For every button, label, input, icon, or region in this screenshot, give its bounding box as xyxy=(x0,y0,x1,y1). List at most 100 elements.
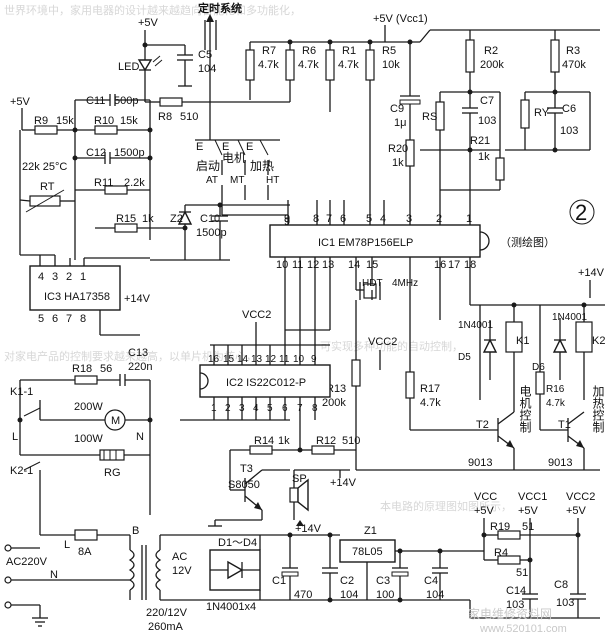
ic2-chip xyxy=(199,364,331,398)
crystal-icon xyxy=(363,283,377,299)
ic1-notch xyxy=(479,231,490,251)
resistor-r3-icon xyxy=(550,39,560,73)
rail-label-5v-left: +5V xyxy=(10,96,31,108)
c5-value: 104 xyxy=(198,63,216,75)
ic2-pin-16: 16 xyxy=(208,354,220,365)
t1-part: 9013 xyxy=(548,457,572,469)
rt-note: 22k 25°C xyxy=(22,161,67,173)
crystal-freq-label: 4MHz xyxy=(392,278,418,289)
transistor-t2 xyxy=(478,400,515,470)
c14-label: C14 xyxy=(506,585,526,597)
d6-part: 1N4001 xyxy=(552,312,587,323)
resistor-r14-icon xyxy=(249,445,273,455)
k2-1-label: K2-1 xyxy=(10,465,33,477)
led-section xyxy=(137,44,193,103)
ic2-pin-15: 15 xyxy=(223,354,235,365)
diode-d5-icon xyxy=(482,338,498,353)
c9-label: C9 xyxy=(390,103,404,115)
ic2-pin-6: 6 xyxy=(282,403,288,414)
switch-e3: E xyxy=(246,141,253,153)
ic3-pin-2: 2 xyxy=(66,271,72,283)
ic1-pin-17: 17 xyxy=(448,259,460,271)
zener-z2-icon xyxy=(177,210,193,225)
resistor-r6-icon xyxy=(285,49,295,81)
switch-group xyxy=(195,20,288,216)
t2-part: 9013 xyxy=(468,457,492,469)
r20-r21 xyxy=(405,130,505,200)
resistor-r7-icon xyxy=(245,49,255,81)
vcc2-label: VCC2 xyxy=(566,491,595,503)
r16-label: R16 xyxy=(546,384,565,395)
ac-terminal-n xyxy=(4,576,12,584)
ic1-pin-6: 6 xyxy=(340,213,346,225)
c3-value: 100 xyxy=(376,589,394,601)
k1-1-label: K1-1 xyxy=(10,386,33,398)
motor-power-200w: 200W xyxy=(74,401,103,413)
ic1-pin-5: 5 xyxy=(366,213,372,225)
thermistor-rt xyxy=(19,130,75,255)
c3-label: C3 xyxy=(376,575,390,587)
ic2-pin-7: 7 xyxy=(297,403,303,414)
ic2-pin-2: 2 xyxy=(225,403,231,414)
c11-label: C11 xyxy=(86,95,105,107)
ry-label: RY xyxy=(534,107,550,119)
diode-d6-icon xyxy=(552,338,568,353)
r18-label: R18 xyxy=(72,363,92,375)
c10-label: C10 xyxy=(200,213,220,225)
ac-in-l-label: L xyxy=(64,539,70,551)
r9-value: 15k xyxy=(56,115,74,127)
t2-label: T2 xyxy=(476,419,489,431)
c2-label: C2 xyxy=(340,575,354,587)
ic3-pin-1: 1 xyxy=(80,271,86,283)
ic1-pin-9-dup: 9 xyxy=(284,216,290,228)
ic3-chip xyxy=(29,265,121,311)
r14-label: R14 xyxy=(254,435,274,447)
c13-value: 220n xyxy=(128,361,152,373)
junction-dots xyxy=(17,39,587,603)
ry-network xyxy=(505,30,591,151)
ic2-pin-9: 9 xyxy=(311,354,317,365)
r8-label: R8 xyxy=(158,111,172,123)
regulator-part: 78L05 xyxy=(352,546,383,558)
rs-network xyxy=(420,30,501,151)
resistor-ry-icon xyxy=(520,99,530,129)
vcc1-label: VCC1 xyxy=(518,491,547,503)
k1-label: K1 xyxy=(516,335,529,347)
ic1-pin-18: 18 xyxy=(464,259,476,271)
system-label: 定时系统 xyxy=(198,1,242,15)
fuse-icon xyxy=(74,529,98,541)
transformer-current: 260mA xyxy=(148,621,184,633)
resistor-r15-icon xyxy=(114,223,138,233)
c5-label: C5 xyxy=(198,49,212,61)
c7-label: C7 xyxy=(480,95,494,107)
r10-label: R10 xyxy=(94,115,114,127)
r2-value: 200k xyxy=(480,59,504,71)
c9-value: 1μ xyxy=(394,117,406,129)
ic1-label: IC1 EM78P156ELP xyxy=(318,237,413,249)
r21-label: R21 xyxy=(470,135,490,147)
resistor-r5-icon xyxy=(365,49,375,81)
vcc-5v-label: +5V xyxy=(474,505,495,517)
rg-label: RG xyxy=(104,467,121,479)
relay-k1-block xyxy=(482,305,523,400)
c6-value: 103 xyxy=(560,125,578,137)
ic3-pin-7: 7 xyxy=(66,313,72,325)
regulator-label: Z1 xyxy=(364,525,377,537)
c1-label: C1 xyxy=(272,575,286,587)
c14-value: 103 xyxy=(506,599,524,611)
ic2-pin-4: 4 xyxy=(253,403,259,414)
t3-label: T3 xyxy=(240,463,253,475)
r5-label: R5 xyxy=(382,45,396,57)
rail-label-vcc1: +5V (Vcc1) xyxy=(373,13,428,25)
ic1-pin-11: 11 xyxy=(292,259,303,271)
c8-value: 103 xyxy=(556,597,574,609)
sp-label: SP xyxy=(292,473,307,485)
r13-label: R13 xyxy=(326,383,346,395)
bg-text-line: 世界环境中，家用电器的设计越来越趋向智能化和多功能化， xyxy=(4,3,301,17)
r1-label: R1 xyxy=(342,45,356,57)
r2-label: R2 xyxy=(484,45,498,57)
z2-label: Z2 xyxy=(170,213,183,225)
bridge-label: D1～D4 xyxy=(218,537,257,549)
ic1-top-pins xyxy=(287,200,471,225)
resistor-r18-icon xyxy=(74,375,98,385)
